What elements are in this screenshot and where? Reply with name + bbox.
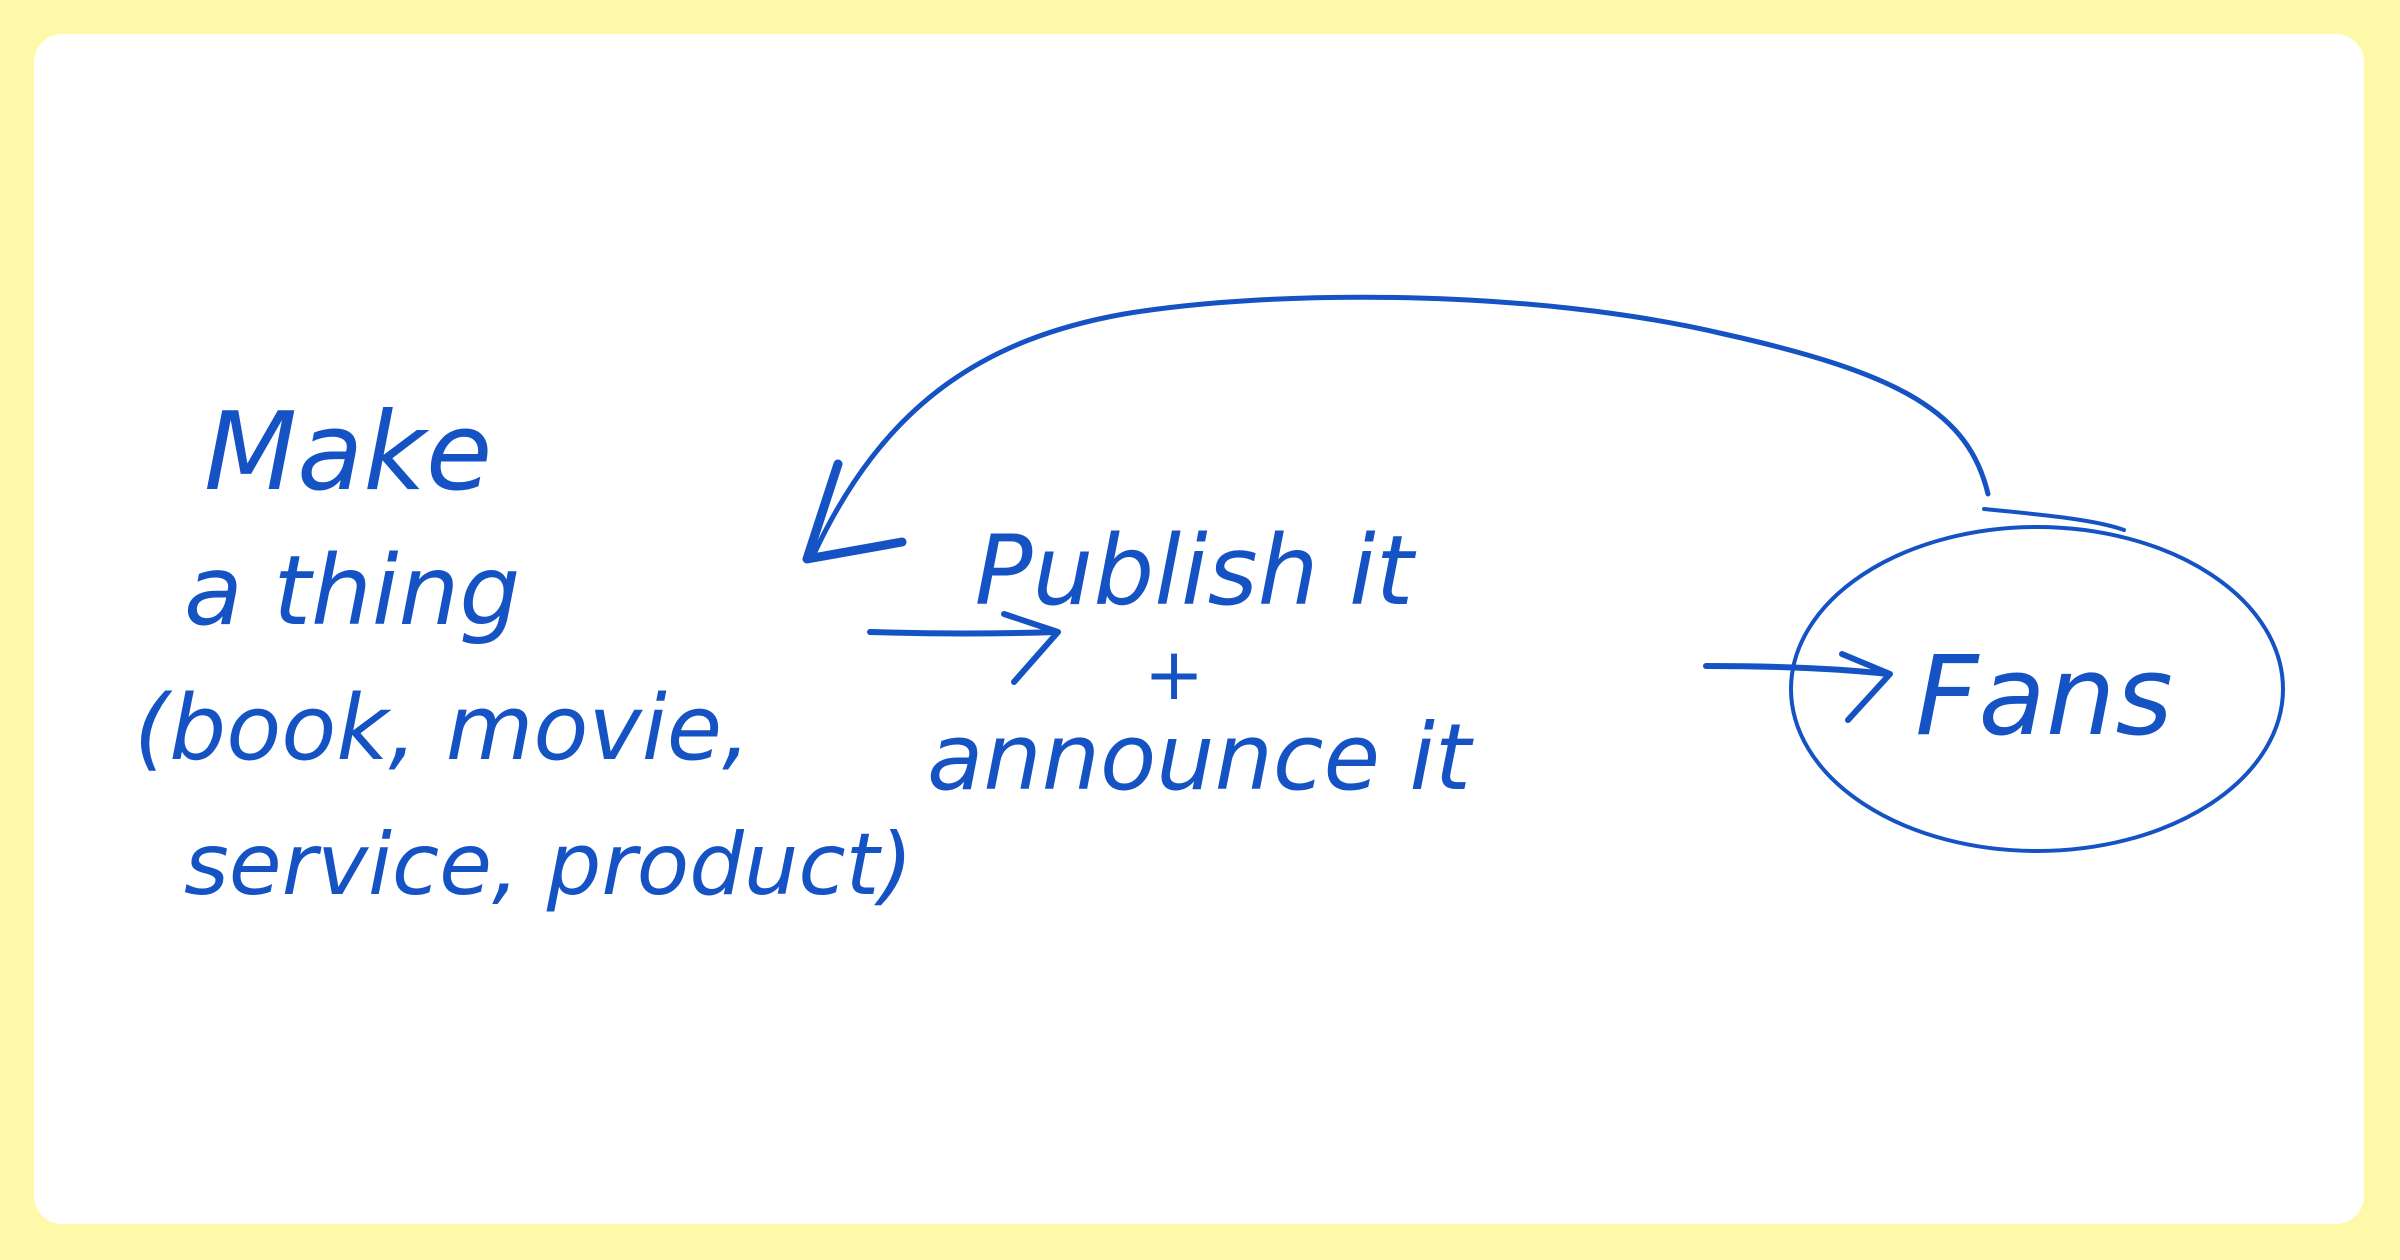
handwritten-diagram: Make a thing (book, movie, service, prod…	[134, 294, 2285, 915]
whiteboard: Make a thing (book, movie, service, prod…	[34, 34, 2364, 1224]
fans-label: Fans	[1915, 632, 2173, 760]
edge-fans-to-make	[811, 294, 1991, 557]
publish-line-1: Publish it	[975, 515, 1417, 627]
edge-publish-to-fans-arrowhead	[1839, 651, 1893, 723]
make-line-3: (book, movie,	[134, 676, 751, 781]
make-line-2: a thing	[184, 535, 520, 647]
fans-circle-tail	[1982, 507, 2126, 532]
edge-fans-to-make-arrowhead	[802, 459, 907, 564]
edge-make-to-publish-arrowhead	[1001, 611, 1061, 685]
publish-line-2: +	[1144, 632, 1204, 716]
make-line-1: Make	[204, 390, 492, 515]
edge-make-to-publish	[867, 629, 1059, 637]
publish-line-3: announce it	[927, 704, 1474, 811]
make-line-4: service, product)	[184, 815, 913, 915]
edge-publish-to-fans	[1703, 663, 1891, 677]
fans-circle	[1789, 525, 2285, 853]
